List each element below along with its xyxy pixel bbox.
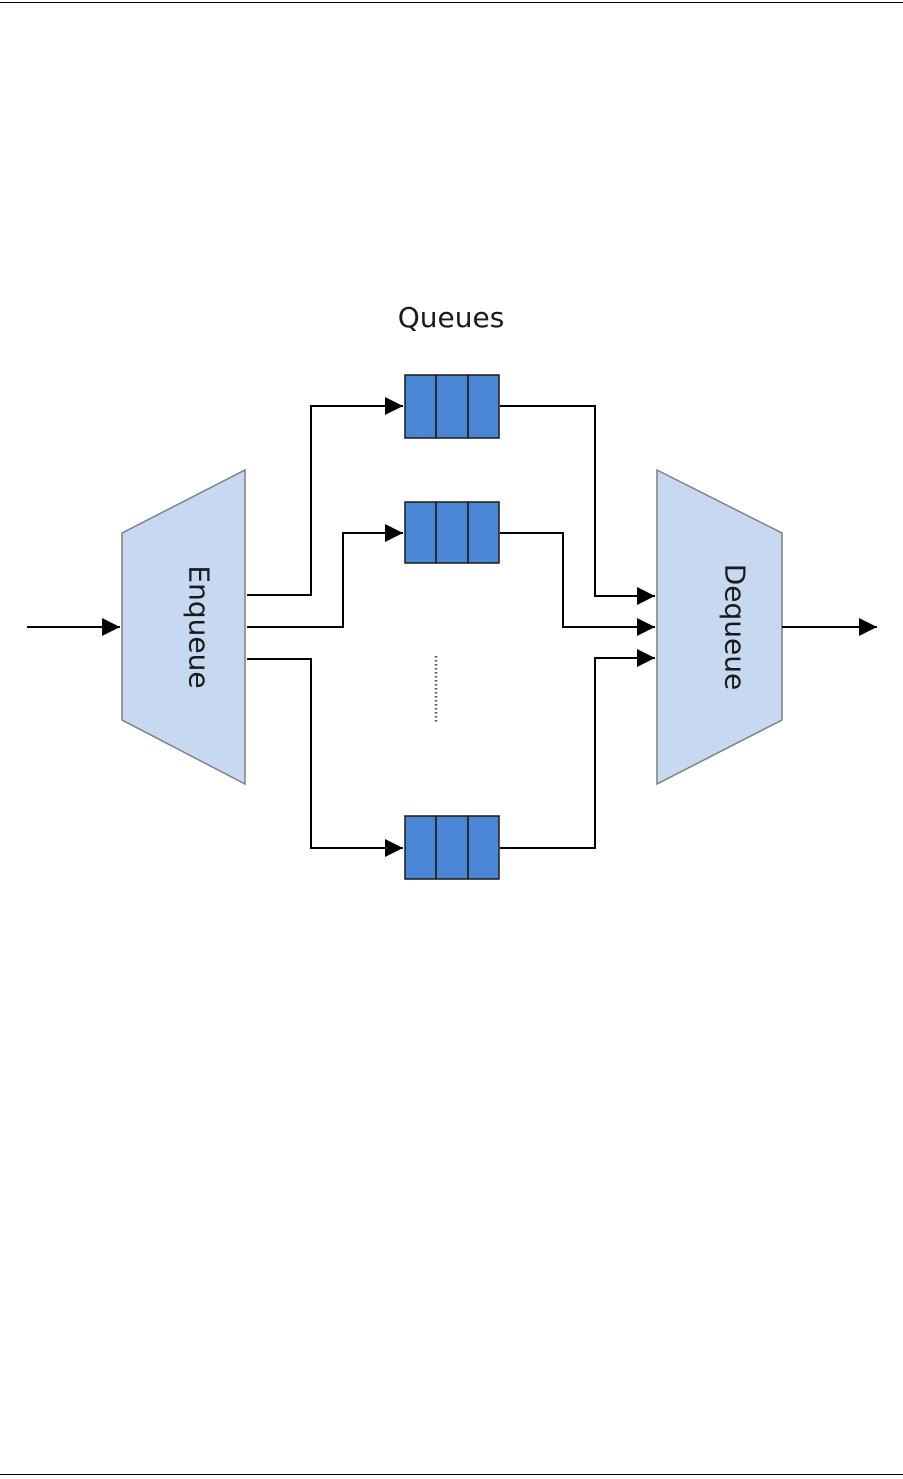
queue-n-cell	[405, 816, 436, 879]
queue-n-cell	[468, 816, 499, 879]
queue-n-to-dequeue-arrow	[500, 658, 655, 848]
enqueue-label: Enqueue	[183, 565, 216, 688]
dequeue-label: Dequeue	[719, 564, 752, 691]
queue-n-cell	[436, 816, 468, 879]
queue-2	[405, 502, 499, 563]
queue-2-cell	[436, 502, 468, 563]
enqueue-to-queue-2-arrow	[247, 533, 403, 627]
queue-1-cell	[405, 375, 436, 438]
queue-1-cell	[436, 375, 468, 438]
diagram-title: Queues	[398, 301, 505, 334]
queue-1	[405, 375, 499, 438]
enqueue-to-queue-1-arrow	[247, 406, 403, 595]
queue-2-cell	[405, 502, 436, 563]
queue-1-to-dequeue-arrow	[500, 406, 655, 596]
queue-2-to-dequeue-arrow	[500, 533, 655, 627]
queue-1-cell	[468, 375, 499, 438]
queue-n	[405, 816, 499, 879]
enqueue-to-queue-n-arrow	[247, 659, 403, 848]
queue-2-cell	[468, 502, 499, 563]
